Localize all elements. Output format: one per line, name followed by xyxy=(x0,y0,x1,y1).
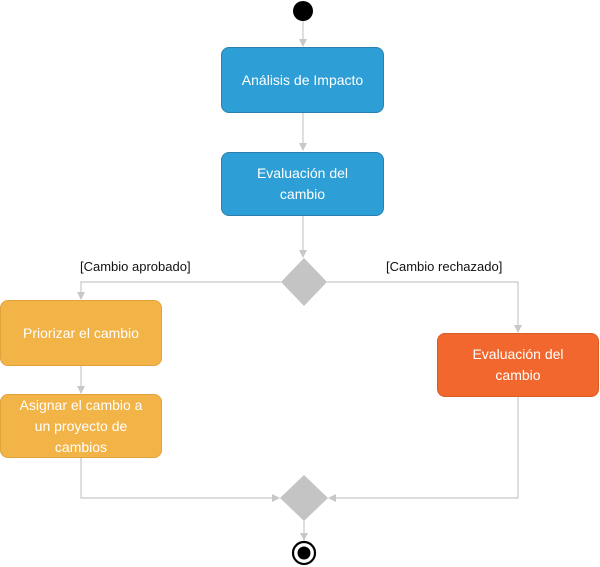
node-impact-analysis: Análisis de Impacto xyxy=(221,47,384,113)
guard-rejected: [Cambio rechazado] xyxy=(386,259,503,274)
guard-approved: [Cambio aprobado] xyxy=(80,259,191,274)
initial-node xyxy=(293,1,313,21)
final-node-center xyxy=(297,546,311,560)
node-prioritize-change: Priorizar el cambio xyxy=(0,300,162,366)
node-change-evaluation: Evaluación del cambio xyxy=(221,152,384,216)
flow-decision-to-rejected xyxy=(327,281,522,333)
merge-node xyxy=(280,475,328,521)
flow-assign-to-merge xyxy=(80,458,280,502)
decision-node xyxy=(281,258,327,306)
node-rejected-evaluation: Evaluación del cambio xyxy=(437,333,599,397)
flow-decision-to-prioritize xyxy=(77,281,281,300)
flow-rejected-to-merge xyxy=(328,397,519,502)
node-assign-change-project: Asignar el cambio a un proyecto de cambi… xyxy=(0,394,162,458)
